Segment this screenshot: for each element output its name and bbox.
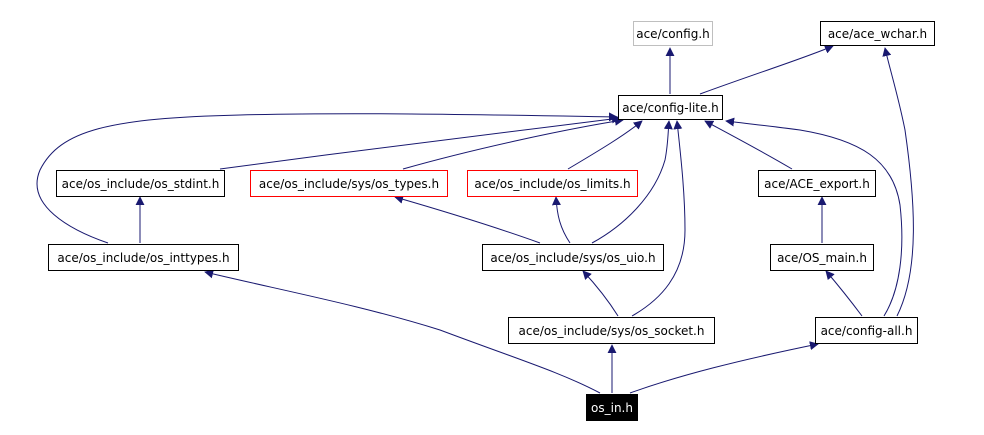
node-label: ace/OS_main.h xyxy=(777,250,867,265)
node-label: os_in.h xyxy=(591,400,633,415)
node-os-stdint-h[interactable]: ace/os_include/os_stdint.h xyxy=(56,170,225,197)
node-label: ace/os_include/sys/os_socket.h xyxy=(518,323,705,338)
node-config-h[interactable]: ace/config.h xyxy=(633,21,713,46)
node-label: ace/os_include/sys/os_uio.h xyxy=(490,250,656,265)
node-os-uio-h[interactable]: ace/os_include/sys/os_uio.h xyxy=(482,244,664,271)
node-os-inttypes-h[interactable]: ace/os_include/os_inttypes.h xyxy=(48,244,239,271)
edge-osin-to-inttypes xyxy=(204,269,601,394)
edge-socket-to-lite xyxy=(631,120,686,317)
edge-uio-to-limits xyxy=(551,196,571,244)
edge-all-to-osmain xyxy=(825,270,863,317)
node-label: ace/os_include/os_inttypes.h xyxy=(57,250,230,265)
node-label: ace/ACE_export.h xyxy=(764,176,870,191)
edge-all-to-lite xyxy=(725,117,903,317)
edge-uio-to-lite xyxy=(591,120,673,244)
edge-limits-to-lite xyxy=(567,120,643,170)
node-os-limits-h[interactable]: ace/os_include/os_limits.h xyxy=(467,170,638,197)
edge-socket-to-uio xyxy=(582,270,619,317)
node-label: ace/os_include/os_stdint.h xyxy=(61,176,220,191)
edge-types-to-lite xyxy=(402,116,624,170)
edge-export-to-lite xyxy=(704,120,793,170)
node-os-in-h[interactable]: os_in.h xyxy=(586,394,638,421)
node-os-socket-h[interactable]: ace/os_include/sys/os_socket.h xyxy=(508,317,715,344)
edge-osin-to-all xyxy=(629,341,819,394)
edge-all-to-wchar xyxy=(882,47,914,317)
edge-lite-to-wchar xyxy=(699,45,834,95)
node-config-lite-h[interactable]: ace/config-lite.h xyxy=(618,95,723,120)
node-config-all-h[interactable]: ace/config-all.h xyxy=(815,317,918,344)
node-ace-wchar-h[interactable]: ace/ace_wchar.h xyxy=(820,21,935,46)
node-label: ace/ace_wchar.h xyxy=(827,26,928,41)
edge-inttypes-to-lite xyxy=(36,112,618,244)
node-os-main-h[interactable]: ace/OS_main.h xyxy=(770,244,874,271)
node-label: ace/config-lite.h xyxy=(622,100,719,115)
node-label: ace/config-all.h xyxy=(820,323,913,338)
node-label: ace/os_include/os_limits.h xyxy=(474,176,631,191)
edge-stdint-to-lite xyxy=(219,114,621,170)
node-label: ace/config.h xyxy=(636,26,710,41)
edge-uio-to-types xyxy=(394,194,541,244)
node-ace-export-h[interactable]: ace/ACE_export.h xyxy=(758,170,876,197)
node-label: ace/os_include/sys/os_types.h xyxy=(258,176,440,191)
node-os-types-h[interactable]: ace/os_include/sys/os_types.h xyxy=(250,170,448,197)
